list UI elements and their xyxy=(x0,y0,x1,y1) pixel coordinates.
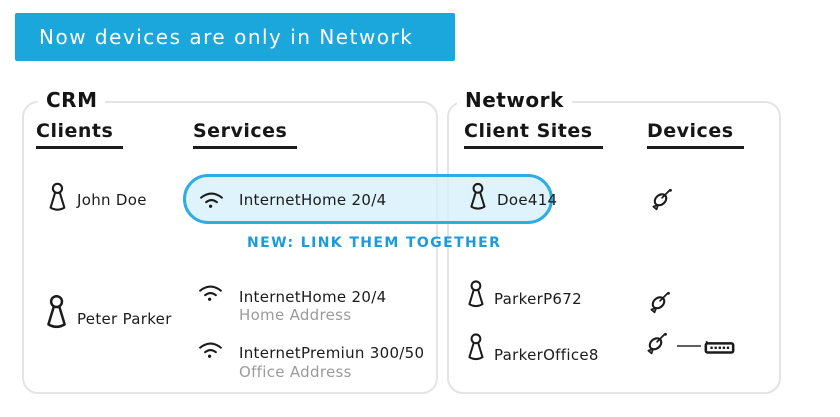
person-icon xyxy=(467,182,488,213)
person-icon xyxy=(465,332,486,364)
service-address: Home Address xyxy=(239,306,352,324)
service-name: InternetHome 20/4 xyxy=(239,288,387,306)
client-name: Peter Parker xyxy=(77,310,172,328)
connector-line xyxy=(677,345,701,347)
banner-text: Now devices are only in Network xyxy=(39,25,414,49)
crm-panel-title: CRM xyxy=(38,88,106,112)
network-panel: Network xyxy=(447,88,781,394)
link-highlight-pill xyxy=(183,174,553,224)
service-name: InternetPremiun 300/50 xyxy=(239,344,425,362)
satellite-dish-icon xyxy=(647,287,674,317)
clients-column-header: Clients xyxy=(36,120,124,149)
switch-icon xyxy=(704,340,735,355)
satellite-dish-icon xyxy=(649,184,676,214)
client-site-name: ParkerOffice8 xyxy=(494,346,599,364)
client-site-name: Doe414 xyxy=(497,191,558,209)
service-address: Office Address xyxy=(239,363,352,381)
services-column-header: Services xyxy=(193,120,298,149)
person-icon xyxy=(46,182,68,214)
service-name: InternetHome 20/4 xyxy=(239,191,387,209)
client-site-name: ParkerP672 xyxy=(494,290,582,308)
person-icon xyxy=(43,294,69,332)
wifi-icon xyxy=(197,282,224,302)
wifi-icon xyxy=(197,339,224,359)
devices-column-header: Devices xyxy=(647,120,744,149)
satellite-dish-icon xyxy=(644,328,671,358)
title-banner: Now devices are only in Network xyxy=(15,13,455,61)
person-icon xyxy=(465,279,486,311)
crm-panel: CRM xyxy=(22,88,438,394)
wifi-icon xyxy=(198,189,225,209)
link-note: NEW: LINK THEM TOGETHER xyxy=(247,235,502,251)
client-name: John Doe xyxy=(77,191,147,209)
network-panel-title: Network xyxy=(457,88,572,112)
client-sites-column-header: Client Sites xyxy=(464,120,603,149)
